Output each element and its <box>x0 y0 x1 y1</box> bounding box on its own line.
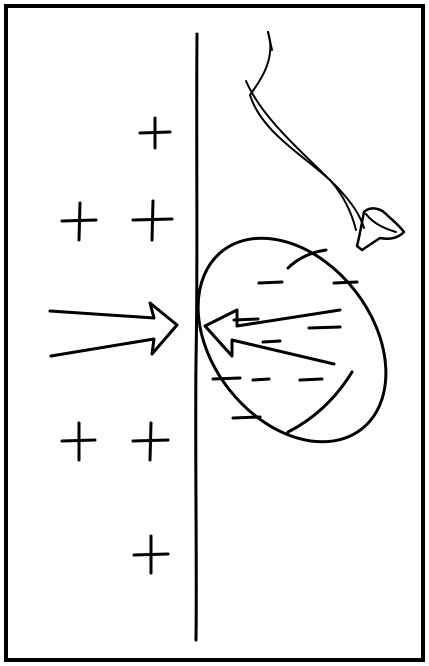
arrow-toward-wall <box>50 303 177 356</box>
minus-sign <box>334 282 357 283</box>
minus-sign <box>309 327 340 328</box>
minus-sign <box>253 379 269 380</box>
plus-sign <box>133 201 172 240</box>
plus-sign <box>134 536 168 573</box>
plus-sign <box>140 118 170 148</box>
minus-sign <box>263 341 280 342</box>
outer-border <box>6 6 423 660</box>
balloon-knot <box>357 208 404 250</box>
plus-sign <box>62 423 95 460</box>
wall-surface-line <box>196 34 197 640</box>
plus-sign <box>62 203 96 240</box>
arrow-toward-wall-from-balloon <box>205 310 340 364</box>
minus-sign <box>300 379 322 380</box>
balloon-body <box>159 202 424 479</box>
minus-sign <box>259 282 282 283</box>
balloon-knot-detail <box>366 214 396 232</box>
minus-sign <box>213 378 240 379</box>
balloon-highlight-bottom <box>288 372 352 432</box>
plus-sign <box>133 423 168 460</box>
balloon-string <box>246 32 364 230</box>
minus-sign <box>233 417 260 418</box>
balloon-outline <box>159 202 424 479</box>
